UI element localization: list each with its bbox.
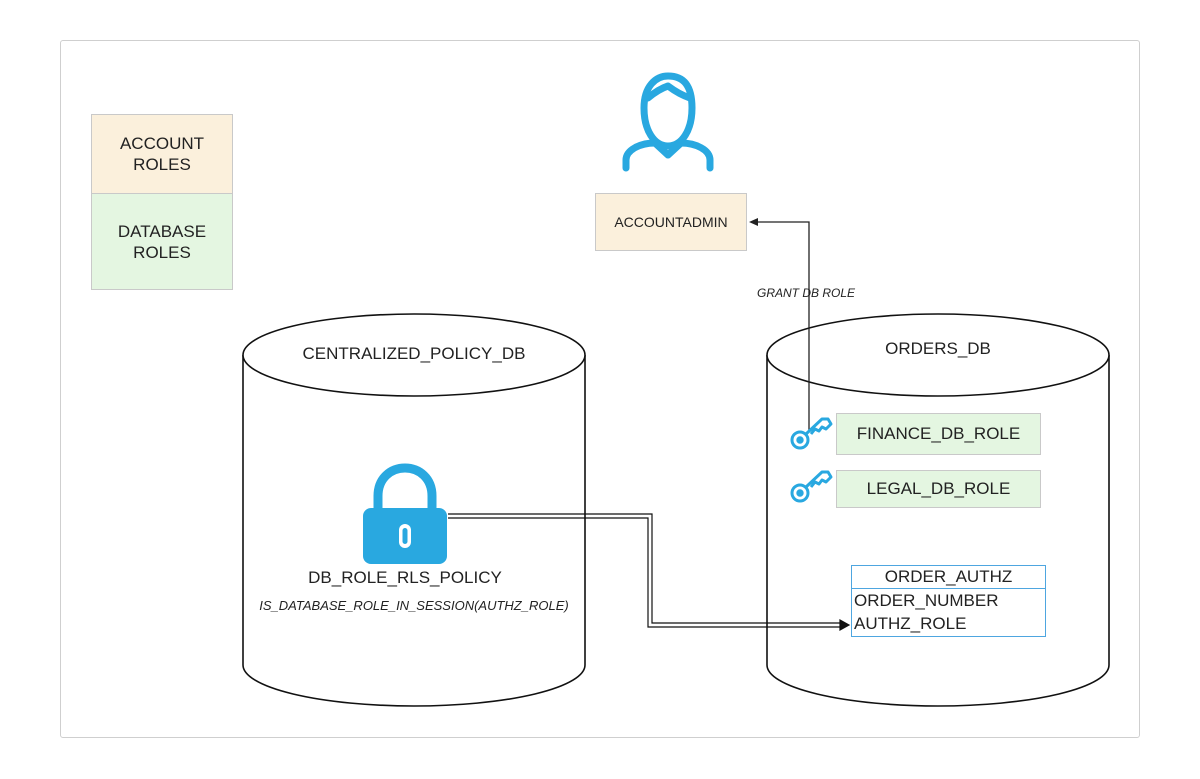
grant-arrow [749, 218, 810, 432]
table-column: AUTHZ_ROLE [854, 614, 967, 633]
legend-account-roles: ACCOUNT ROLES [91, 114, 233, 194]
table-name: ORDER_AUTHZ [852, 566, 1045, 589]
finance-db-role-box: FINANCE_DB_ROLE [836, 413, 1041, 455]
accountadmin-box: ACCOUNTADMIN [595, 193, 747, 251]
orders-db-name: ORDERS_DB [885, 339, 991, 358]
key-icon [790, 470, 833, 503]
legend-database-roles: DATABASE ROLES [91, 193, 233, 290]
lock-icon [363, 463, 447, 564]
legal-db-role-box: LEGAL_DB_ROLE [836, 470, 1041, 508]
policy-connector [448, 513, 851, 632]
orders-db-cylinder [766, 313, 1110, 707]
grant-label: GRANT DB ROLE [757, 286, 856, 300]
policy-expression: IS_DATABASE_ROLE_IN_SESSION(AUTHZ_ROLE) [259, 598, 569, 613]
user-icon [622, 72, 714, 172]
order-authz-table: ORDER_AUTHZ ORDER_NUMBER AUTHZ_ROLE [851, 565, 1046, 637]
diagram-frame [60, 40, 1140, 738]
table-column: ORDER_NUMBER [854, 591, 999, 610]
policy-db-name: CENTRALIZED_POLICY_DB [302, 344, 526, 363]
policy-name: DB_ROLE_RLS_POLICY [308, 568, 502, 587]
key-icon [790, 417, 833, 450]
